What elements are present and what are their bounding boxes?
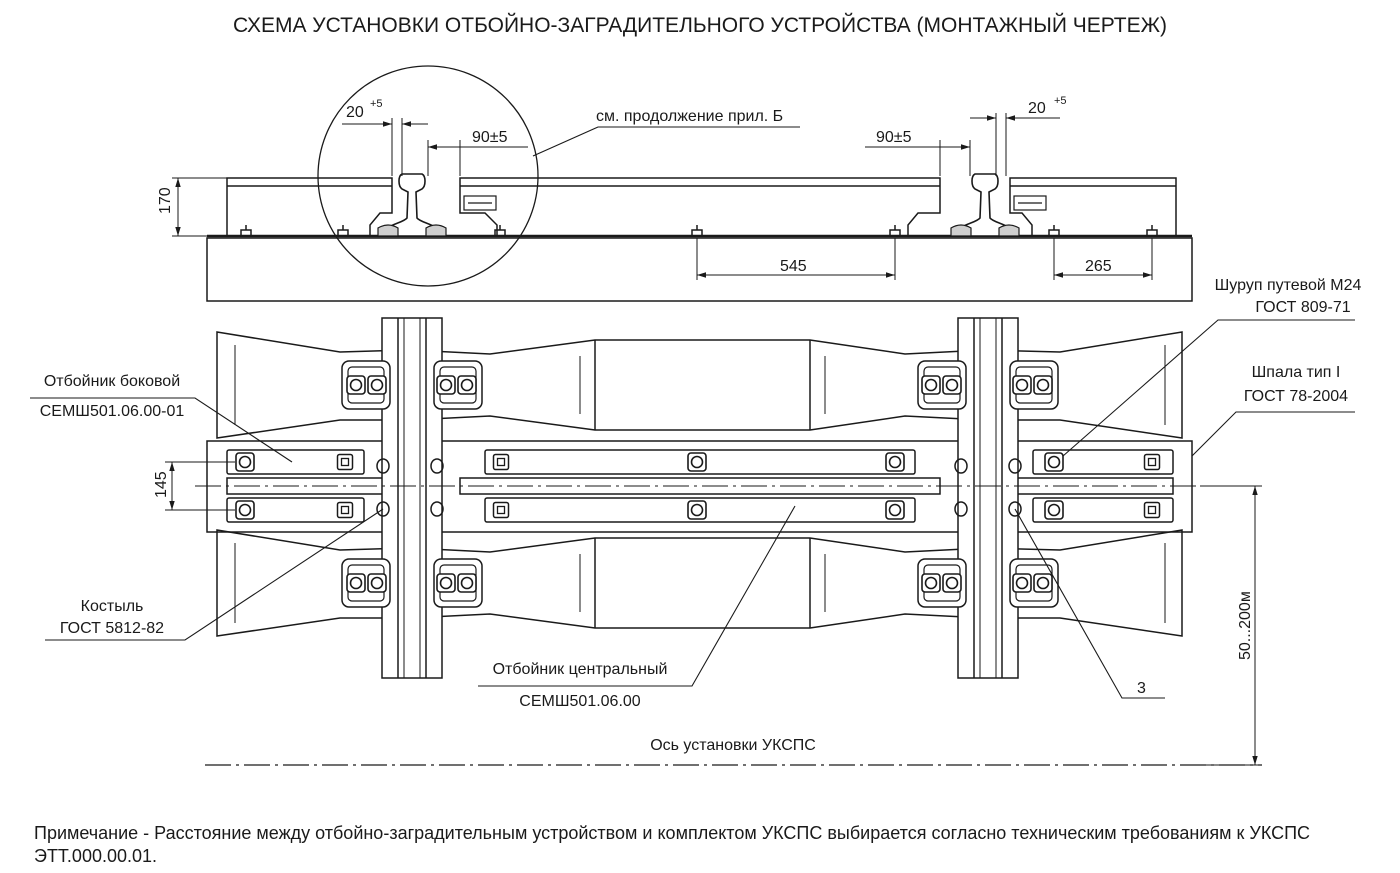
label-side-guard-code: СЕМШ501.06.00-01 [40,403,185,420]
leader-side-guard [30,397,293,463]
label-spike-standard: ГОСТ 5812-82 [60,620,164,637]
dim-145: 145 [153,471,170,498]
drawing-title: СХЕМА УСТАНОВКИ ОТБОЙНО-ЗАГРАДИТЕЛЬНОГО … [233,13,1167,37]
central-guard-upper [484,449,916,475]
label-ukspc-axis: Ось установки УКСПС [650,737,816,754]
spikes [376,458,1022,517]
label-spike: Костыль [81,598,144,615]
plan-view [30,317,1355,766]
dim-20-left: 20 [346,104,364,121]
label-item-3: 3 [1137,680,1146,697]
dim-90-left: 90±5 [472,129,508,146]
leader-spike [45,508,384,641]
dim-20-right-tolerance: +5 [1054,95,1067,107]
leader-central-guard [478,505,796,687]
dim-20-left-tolerance: +5 [370,98,383,110]
label-side-guard: Отбойник боковой [44,373,180,390]
rail-right [957,317,1019,679]
dim-170: 170 [157,187,174,214]
label-central-guard-code: СЕМШ501.06.00 [519,693,641,710]
label-screw: Шуруп путевой М24 [1215,277,1362,294]
note-text: Примечание - Расстояние между отбойно-за… [34,823,1311,866]
side-guard-right-lower [1032,497,1174,523]
dim-distance-axis: 50...200м [1237,591,1254,660]
continuation-ref: см. продолжение прил. Б [596,108,783,125]
section-view [172,65,1193,302]
dim-545: 545 [780,258,807,275]
ballast-base [206,237,1193,302]
dim-20-right: 20 [1028,100,1046,117]
dim-90-right: 90±5 [876,129,912,146]
rail-left [381,317,443,679]
leader-sleeper [1191,411,1355,457]
section-side-guard-right [1009,177,1177,237]
section-central-guard [459,177,941,237]
dim-265: 265 [1085,258,1112,275]
label-screw-standard: ГОСТ 809-71 [1255,299,1350,316]
side-guard-right-upper [1032,449,1174,475]
label-sleeper-standard: ГОСТ 78-2004 [1244,388,1348,405]
leader-item-3 [1014,508,1165,699]
label-central-guard: Отбойник центральный [493,661,668,678]
detail-circle [317,65,539,287]
leader-screw [1062,319,1355,457]
label-sleeper: Шпала тип I [1252,364,1341,381]
central-guard-lower [484,497,916,523]
